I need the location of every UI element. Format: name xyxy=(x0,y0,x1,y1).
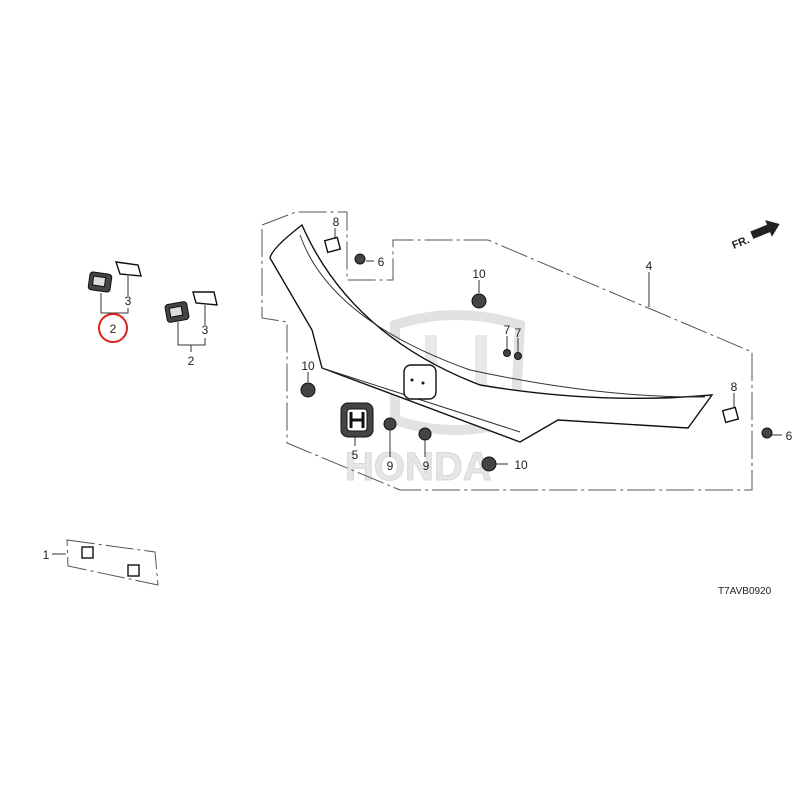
label-10-left[interactable]: 10 xyxy=(301,359,315,373)
label-3-left[interactable]: 3 xyxy=(125,294,132,308)
arrow-right-icon xyxy=(750,220,780,239)
label-10-top[interactable]: 10 xyxy=(472,267,486,281)
label-3-right[interactable]: 3 xyxy=(202,323,209,337)
license-lamp-right[interactable] xyxy=(164,301,190,323)
label-9-b[interactable]: 9 xyxy=(423,459,430,473)
trunk-garnish[interactable] xyxy=(269,223,714,443)
gasket-3-right[interactable] xyxy=(192,291,218,306)
clip-10-bottom[interactable] xyxy=(481,456,497,472)
clip-10-left[interactable] xyxy=(300,382,316,398)
gasket-3-left[interactable] xyxy=(114,261,142,277)
label-7-a[interactable]: 7 xyxy=(504,323,511,337)
honda-emblem-5[interactable] xyxy=(340,402,374,438)
label-6-top[interactable]: 6 xyxy=(378,255,385,269)
grommet-7-b[interactable] xyxy=(514,352,522,360)
clip-6-right[interactable] xyxy=(761,427,773,439)
label-2-left[interactable]: 2 xyxy=(110,322,117,336)
label-8-top[interactable]: 8 xyxy=(333,215,340,229)
garnish-assembly-outline xyxy=(261,211,753,491)
pad-1-a[interactable] xyxy=(81,546,94,559)
license-lamp-left[interactable] xyxy=(87,271,113,293)
fr-label: FR. xyxy=(730,234,751,252)
label-10-bottom[interactable]: 10 xyxy=(514,458,528,472)
watermark-text: HONDA xyxy=(345,445,492,489)
pad-1-b[interactable] xyxy=(127,564,140,577)
label-4[interactable]: 4 xyxy=(646,259,653,273)
label-6-right[interactable]: 6 xyxy=(786,429,793,443)
grommet-7-a[interactable] xyxy=(503,349,511,357)
label-1[interactable]: 1 xyxy=(43,548,50,562)
nut-8-right[interactable] xyxy=(721,406,740,424)
fastener-9-b[interactable] xyxy=(418,427,432,441)
label-9-a[interactable]: 9 xyxy=(387,459,394,473)
highlight-circle xyxy=(98,313,128,343)
pad-set-outline xyxy=(66,539,159,586)
fastener-9-a[interactable] xyxy=(383,417,397,431)
label-8-right[interactable]: 8 xyxy=(731,380,738,394)
front-direction-indicator: FR. xyxy=(730,220,780,252)
nut-8-top[interactable] xyxy=(323,236,342,254)
clip-6-top[interactable] xyxy=(354,253,366,265)
label-5[interactable]: 5 xyxy=(352,448,359,462)
label-2-right[interactable]: 2 xyxy=(188,354,195,368)
emblem-plate xyxy=(403,364,437,400)
label-7-b[interactable]: 7 xyxy=(515,326,522,340)
diagram-code: T7AVB0920 xyxy=(718,586,772,597)
clip-10-top[interactable] xyxy=(471,293,487,309)
